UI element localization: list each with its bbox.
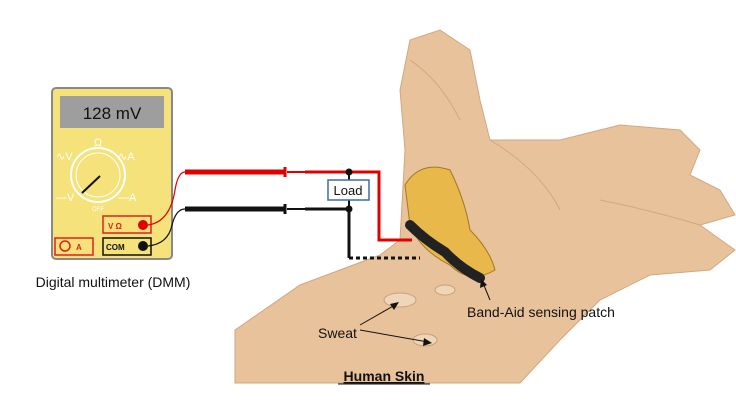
test-leads [147, 167, 305, 247]
dial-ac-v-label: ∿V [56, 151, 73, 163]
red-probe-plug [138, 220, 148, 230]
human-hand [234, 29, 736, 384]
port-a-label: A [76, 243, 82, 252]
black-probe-plug [138, 241, 148, 251]
sweat-arrow-2 [359, 329, 429, 343]
dmm-caption: Digital multimeter (DMM) [36, 274, 191, 290]
load-resistor: Load [327, 179, 370, 201]
dial-off-label: OFF [92, 207, 104, 213]
load-label: Load [334, 183, 363, 198]
patch-label: Band-Aid sensing patch [467, 304, 615, 320]
band-aid-sensing-patch [404, 166, 496, 283]
dial-ohm-label: Ω [94, 137, 102, 149]
dial-dc-a-label: —A [118, 192, 137, 204]
circuit-wires [305, 168, 420, 260]
digital-multimeter: 128 mV Ω ∿V ∿A —V —A OFF V Ω COM A [51, 87, 173, 260]
meter-display: 128 mV [83, 104, 142, 123]
port-com-label: COM [106, 243, 125, 252]
dial-pointer [81, 175, 101, 194]
sweat-label: Sweat [318, 325, 357, 341]
dial-ac-a-label: ∿A [118, 151, 135, 163]
port-vohm-label: V Ω [108, 222, 123, 231]
dial-dc-v-label: —V [56, 192, 75, 204]
sweat-arrow-1 [359, 304, 396, 326]
human-skin-label: Human Skin [344, 368, 425, 384]
